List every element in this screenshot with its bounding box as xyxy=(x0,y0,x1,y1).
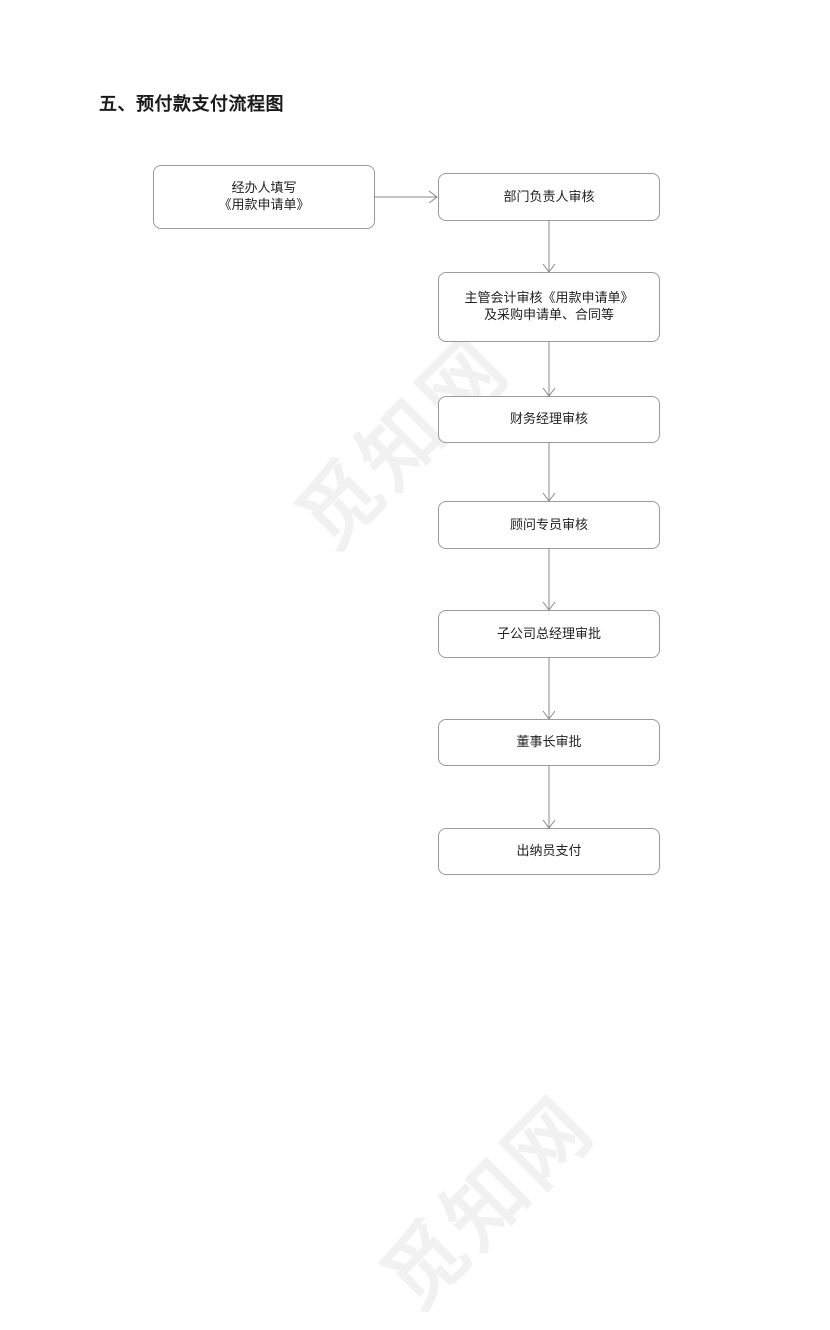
flow-node-subsidiary-gm-approval: 子公司总经理审批 xyxy=(438,610,660,658)
connector-arrows xyxy=(375,190,556,829)
flow-node-dept-head-review: 部门负责人审核 xyxy=(438,173,660,221)
flow-node-start: 经办人填写 《用款申请单》 xyxy=(153,165,375,229)
flow-node-consultant-review: 顾问专员审核 xyxy=(438,501,660,549)
flow-node-accountant-review: 主管会计审核《用款申请单》 及采购申请单、合同等 xyxy=(438,272,660,342)
flow-node-cashier-payment: 出纳员支付 xyxy=(438,828,660,875)
page-title: 五、预付款支付流程图 xyxy=(99,94,284,115)
flow-node-finance-manager-review: 财务经理审核 xyxy=(438,396,660,443)
flow-node-chairman-approval: 董事长审批 xyxy=(438,719,660,766)
